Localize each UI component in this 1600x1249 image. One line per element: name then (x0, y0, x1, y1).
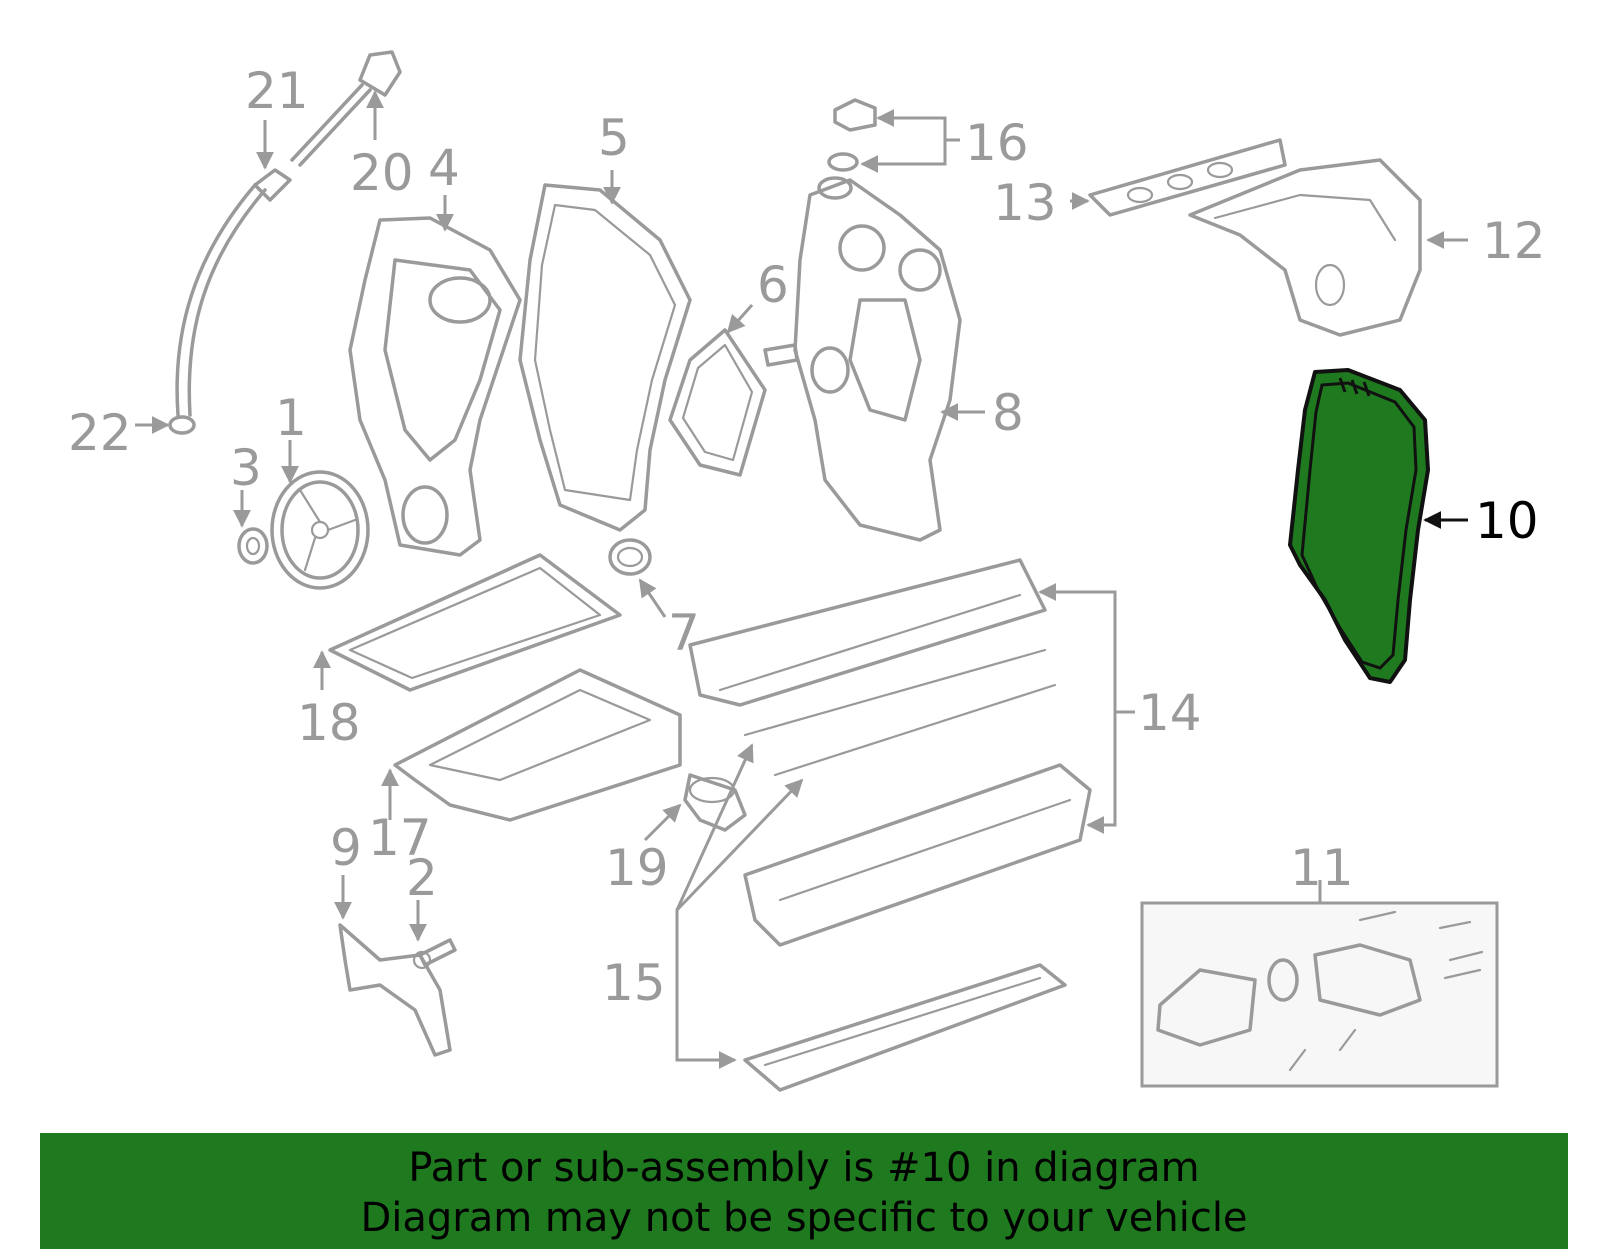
valve-cover-gasket-upper-part[interactable] (743, 648, 1057, 777)
callout-7: 7 (668, 604, 700, 662)
leader-lines (135, 90, 1468, 1069)
callout-3: 3 (230, 439, 262, 497)
banner-line-2: Diagram may not be specific to your vehi… (360, 1195, 1248, 1241)
engine-front-cover-part[interactable] (763, 176, 962, 542)
callout-22: 22 (68, 404, 132, 462)
callout-1: 1 (275, 389, 307, 447)
callout-2: 2 (406, 849, 438, 907)
callout-17: 17 (368, 809, 432, 867)
crankshaft-pulley-part[interactable] (270, 470, 370, 590)
callout-18: 18 (297, 694, 361, 752)
valve-cover-upper-part[interactable] (688, 558, 1047, 707)
oil-filler-cap-part[interactable] (827, 98, 877, 172)
timing-cover-gasket-part[interactable] (348, 216, 522, 557)
callout-16: 16 (965, 114, 1029, 172)
dipstick-tube-part[interactable] (168, 50, 402, 435)
bracket-part[interactable] (338, 923, 452, 1057)
gasket-kit-box-part[interactable] (1140, 901, 1499, 1088)
banner-line-1: Part or sub-assembly is #10 in diagram (408, 1145, 1200, 1191)
small-gasket-part[interactable] (668, 328, 767, 477)
callout-5: 5 (598, 109, 630, 167)
pulley-washer-part[interactable] (237, 527, 269, 565)
valve-cover-gasket-lower-part[interactable] (743, 963, 1067, 1092)
callout-9: 9 (330, 819, 362, 877)
bracket-bolt-part[interactable] (412, 938, 457, 970)
callout-15: 15 (602, 954, 666, 1012)
callout-21: 21 (245, 62, 309, 120)
callout-14: 14 (1138, 684, 1202, 742)
oil-pan-gasket-part[interactable] (328, 553, 622, 692)
callout-19: 19 (605, 839, 669, 897)
callout-12: 12 (1482, 212, 1546, 270)
callout-8: 8 (992, 384, 1024, 442)
front-cover-gasket-part[interactable] (518, 183, 692, 532)
highlighted-gasket-part[interactable] (1288, 368, 1430, 684)
oil-filter-part[interactable] (683, 773, 747, 832)
valve-cover-lower-part[interactable] (743, 763, 1092, 947)
callout-6: 6 (757, 256, 789, 314)
oil-pan-part[interactable] (393, 668, 682, 822)
info-banner: Part or sub-assembly is #10 in diagram D… (40, 1133, 1568, 1249)
callout-10: 10 (1475, 492, 1539, 550)
exhaust-heat-shield-part[interactable] (1188, 158, 1422, 337)
crankshaft-front-seal-part[interactable] (608, 538, 652, 576)
callout-11: 11 (1290, 839, 1354, 897)
callout-13: 13 (993, 174, 1057, 232)
exhaust-manifold-gasket-part[interactable] (1088, 138, 1287, 217)
callout-20: 20 (350, 144, 414, 202)
callout-4: 4 (428, 139, 460, 197)
